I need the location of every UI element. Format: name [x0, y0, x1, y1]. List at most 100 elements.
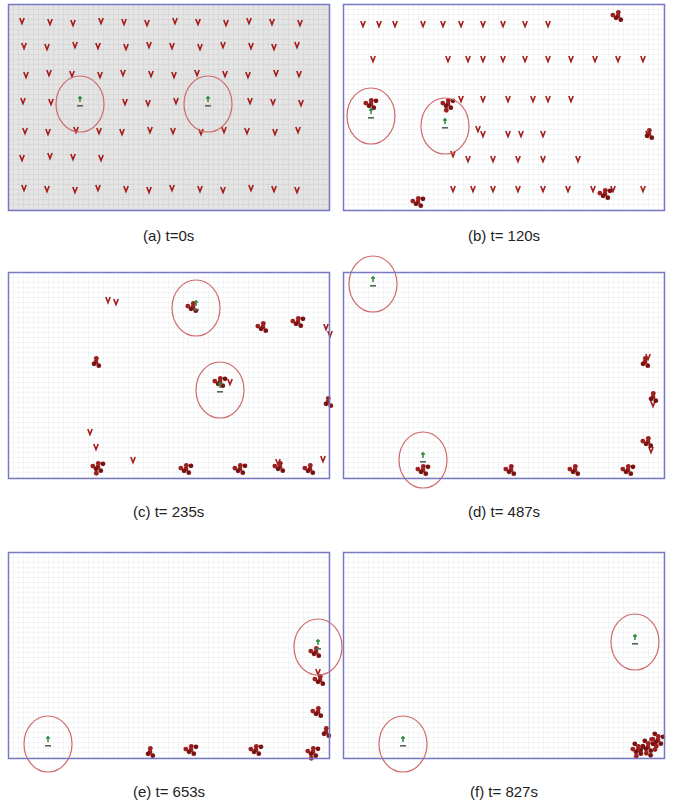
sensor-node: [516, 156, 520, 162]
sensor-node: [73, 187, 77, 193]
sensor-node: [270, 19, 274, 25]
sensor-node: [46, 129, 50, 135]
panel-border: [9, 5, 330, 211]
node-cluster: [567, 464, 580, 476]
sensor-node: [245, 128, 249, 134]
panel-caption: (e) t= 653s: [133, 783, 205, 800]
sensor-node: [481, 96, 485, 102]
sensor-node: [446, 56, 450, 62]
sensor-node: [523, 56, 527, 62]
snapshot-panel: [343, 256, 665, 488]
sensor-node: [523, 21, 527, 27]
sensor-node: [295, 187, 299, 193]
sensor-node: [49, 99, 53, 105]
sensor-node: [248, 98, 252, 104]
node-cluster: [415, 464, 430, 476]
sensor-node: [519, 131, 523, 137]
sensor-node: [148, 127, 152, 133]
snapshot-panel: [343, 4, 665, 211]
sensor-node: [228, 379, 232, 385]
node-cluster: [310, 706, 323, 718]
sensor-node: [224, 20, 228, 26]
sensor-node: [616, 56, 620, 62]
sink-station: [349, 256, 397, 312]
sensor-node: [198, 44, 202, 50]
panel-caption: (c) t= 235s: [133, 503, 204, 520]
sensor-node: [377, 21, 381, 27]
sensor-node: [466, 56, 470, 62]
node-cluster: [183, 744, 198, 756]
sensor-node: [45, 186, 49, 192]
node-cluster: [146, 746, 156, 758]
sensor-node: [23, 128, 27, 134]
node-cluster: [212, 376, 227, 388]
sensor-node: [20, 18, 24, 24]
sensor-node: [173, 18, 177, 24]
sensor-node: [131, 457, 135, 463]
sensor-node: [296, 127, 300, 133]
sensor-node: [124, 44, 128, 50]
sensor-node: [147, 42, 151, 48]
sensor-node: [501, 21, 505, 27]
sensor-node: [272, 44, 276, 50]
sensor-node: [246, 72, 250, 78]
sensor-node: [22, 185, 26, 191]
panel-border: [344, 273, 665, 479]
sensor-node: [99, 18, 103, 24]
node-cluster: [90, 461, 105, 476]
sensor-node: [541, 186, 545, 192]
sensor-node: [171, 128, 175, 134]
sensor-node: [223, 71, 227, 77]
sensor-node: [546, 96, 550, 102]
sensor-node: [124, 186, 128, 192]
node-cluster: [324, 396, 334, 408]
node-cluster: [92, 356, 102, 368]
sensor-node: [121, 70, 125, 76]
sensor-node: [273, 129, 277, 135]
sensor-node: [316, 669, 320, 675]
sensor-node: [170, 185, 174, 191]
sensor-node: [122, 19, 126, 25]
sink-station: [379, 716, 427, 772]
panel-border: [9, 273, 330, 479]
node-cluster: [640, 436, 653, 448]
sensor-node: [546, 56, 550, 62]
sensor-node: [97, 128, 101, 134]
sensor-node: [222, 127, 226, 133]
sink-station: [196, 362, 244, 418]
sensor-node: [22, 43, 26, 49]
sensor-node: [295, 42, 299, 48]
snapshot-panel: [343, 552, 665, 772]
sensor-node: [94, 444, 98, 450]
sink-station: [24, 716, 72, 772]
node-cluster: [290, 316, 305, 328]
node-cluster: [248, 744, 263, 756]
sensor-node: [21, 98, 25, 104]
sensor-node: [196, 19, 200, 25]
sensor-node: [174, 98, 178, 104]
sensor-node: [88, 429, 92, 435]
sensor-node: [146, 100, 150, 106]
sensor-node: [71, 154, 75, 160]
sensor-node: [221, 42, 225, 48]
sensor-node: [593, 56, 597, 62]
sensor-node: [541, 131, 545, 137]
sensor-node: [641, 186, 645, 192]
sensor-node: [491, 156, 495, 162]
node-cluster: [503, 464, 516, 476]
snapshot-panel: [8, 552, 342, 772]
sensor-node: [481, 21, 485, 27]
sensor-node: [73, 42, 77, 48]
sensor-node: [421, 21, 425, 27]
sensor-node: [451, 186, 455, 192]
sink-station: [184, 76, 232, 132]
snapshot-panel: [8, 272, 333, 479]
sensor-node: [371, 56, 375, 62]
sensor-node: [147, 187, 151, 193]
sensor-node: [45, 44, 49, 50]
sensor-node: [271, 99, 275, 105]
sensor-node: [481, 56, 485, 62]
sensor-node: [531, 96, 535, 102]
sensor-node: [541, 156, 545, 162]
